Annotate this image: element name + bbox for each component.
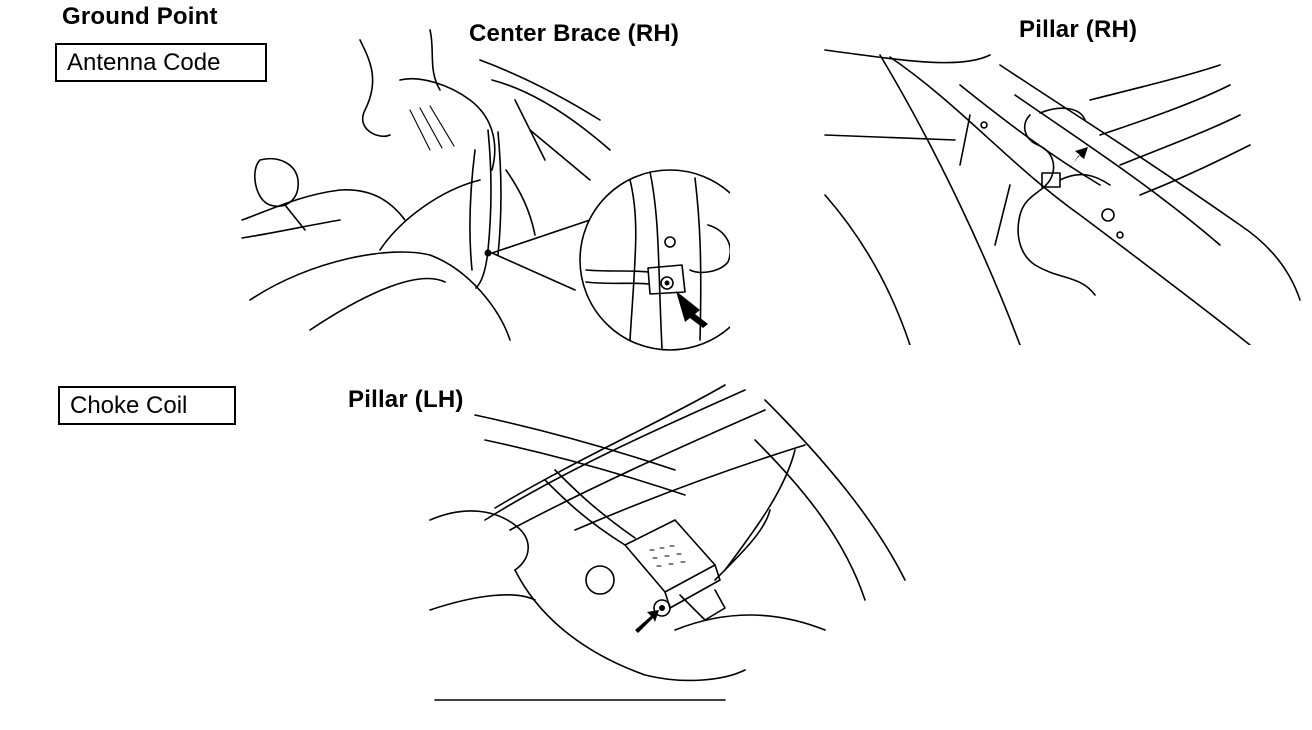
pillar-rh-caption: Pillar (RH) [1019,16,1138,43]
antenna-code-label: Antenna Code [55,43,267,82]
center-brace-caption: Center Brace (RH) [469,20,680,47]
choke-coil-label: Choke Coil [58,386,236,425]
pillar-lh-caption: Pillar (LH) [348,386,464,413]
pillar-lh-illustration [425,380,925,710]
center-brace-illustration [230,20,730,365]
ground-point-heading: Ground Point [62,3,218,30]
pillar-rh-illustration [820,45,1305,345]
